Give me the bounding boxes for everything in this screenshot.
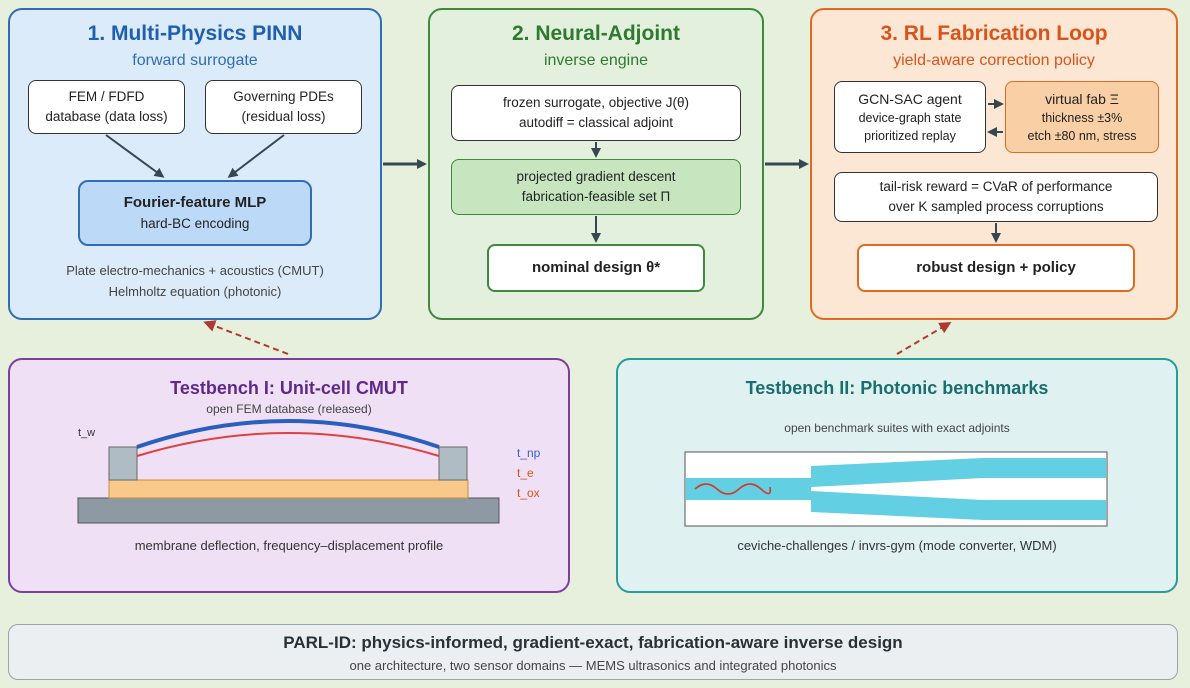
footer-title: PARL-ID: physics-informed, gradient-exac… xyxy=(283,633,903,652)
fourier-feature-mlp-box: Fourier-feature MLP hard-BC encoding xyxy=(78,180,312,246)
tail-risk-reward-box: tail-risk reward = CVaR of performance o… xyxy=(834,172,1158,222)
testbench1-caption: membrane deflection, frequency–displacem… xyxy=(134,538,444,553)
panel1-note: Plate electro-mechanics + acoustics (CMU… xyxy=(66,263,324,299)
footer-subtitle: one architecture, two sensor domains — M… xyxy=(349,658,837,673)
footer-banner: PARL-ID: physics-informed, gradient-exac… xyxy=(8,624,1178,680)
frozen-surrogate-box: frozen surrogate, objective J(θ) autodif… xyxy=(451,85,741,141)
testbench2-panel: Testbench II: Photonic benchmarks open b… xyxy=(616,358,1178,593)
governing-pdes-box: Governing PDEs (residual loss) xyxy=(205,80,362,134)
panel3-subtitle: yield-aware correction policy xyxy=(893,52,1095,69)
panel2-subtitle: inverse engine xyxy=(543,52,649,69)
panel2-title: 2. Neural-Adjoint xyxy=(511,22,680,45)
panel1-title: 1. Multi-Physics PINN xyxy=(87,22,303,45)
nominal-design-box: nominal design θ* xyxy=(487,244,705,292)
testbench1-panel: Testbench I: Unit-cell CMUT open FEM dat… xyxy=(8,358,570,593)
testbench1-subtitle: open FEM database (released) xyxy=(206,402,372,416)
projected-gradient-descent-box: projected gradient descent fabrication-f… xyxy=(451,159,741,215)
dashed-arrow-tb1-to-panel1 xyxy=(203,320,289,355)
label-t-ox: t_ox xyxy=(517,486,540,500)
panel3-title: 3. RL Fabrication Loop xyxy=(880,22,1108,45)
testbench2-caption: ceviche-challenges / invrs-gym (mode con… xyxy=(737,538,1057,553)
dashed-arrow-tb2-to-panel3 xyxy=(896,321,952,355)
gcn-sac-agent-box: GCN-SAC agent device-graph state priorit… xyxy=(834,81,986,153)
panel1-subtitle: forward surrogate xyxy=(132,52,258,69)
panel-multi-physics-pinn: 1. Multi-Physics PINN forward surrogate xyxy=(8,8,382,320)
testbench2-title: Testbench II: Photonic benchmarks xyxy=(745,378,1049,398)
label-t-e: t_e xyxy=(517,466,534,480)
robust-design-box: robust design + policy xyxy=(857,244,1135,292)
fem-database-box: FEM / FDFD database (data loss) xyxy=(28,80,185,134)
label-t-w: t_w xyxy=(78,427,96,439)
testbench1-title: Testbench I: Unit-cell CMUT xyxy=(170,378,408,398)
virtual-fab-box: virtual fab Ξ thickness ±3% etch ±80 nm,… xyxy=(1005,81,1159,153)
testbench2-subtitle: open benchmark suites with exact adjoint… xyxy=(784,421,1010,435)
label-t-np: t_np xyxy=(517,446,541,460)
